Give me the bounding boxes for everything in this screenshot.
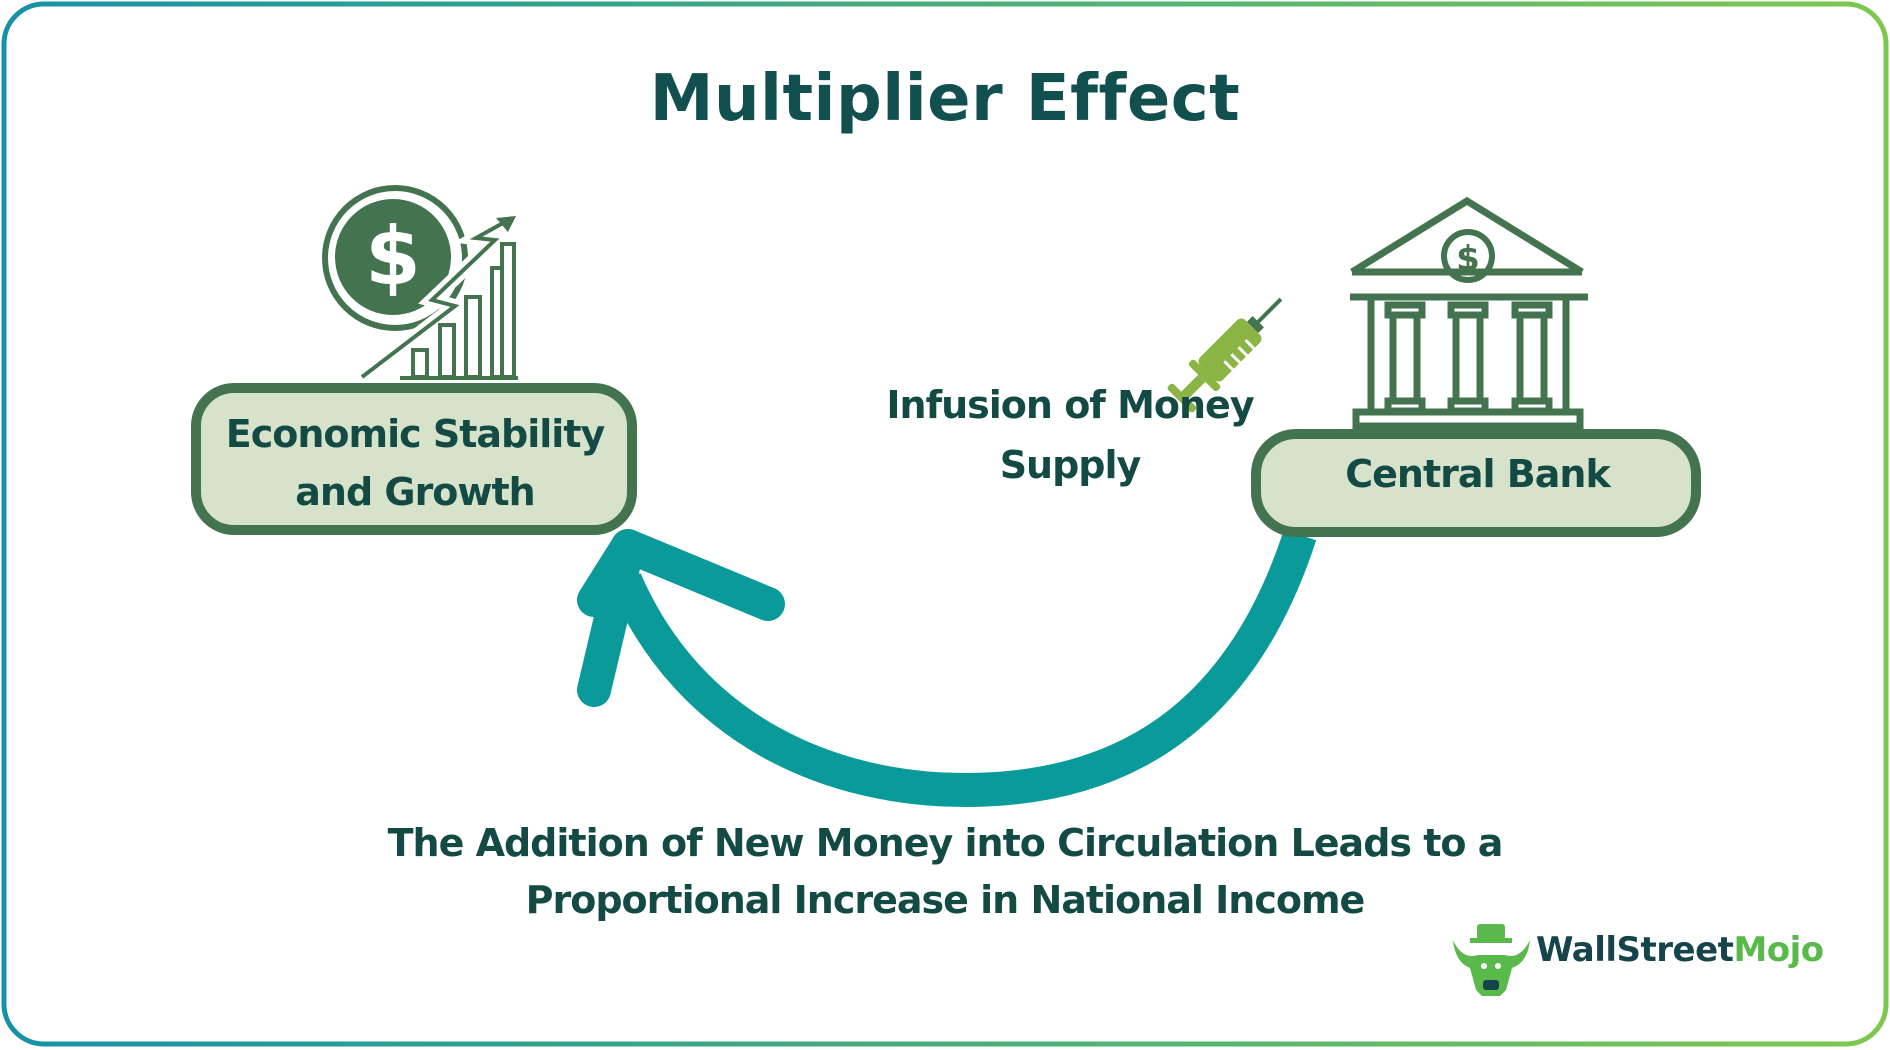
economic-node-label: Economic Stability and Growth [225, 412, 606, 514]
page-title: Multiplier Effect [649, 62, 1241, 136]
central-bank-node-label: Central Bank [1345, 452, 1610, 496]
brand-part2: Mojo [1733, 930, 1824, 970]
svg-text:$: $ [1456, 239, 1480, 279]
brand-part1: WallStreet [1536, 930, 1734, 970]
dollar-growth-chart-icon: $ [322, 185, 518, 383]
central-bank-node-box [1251, 429, 1701, 537]
wallstreetmojo-bull-logo-icon [1453, 924, 1530, 996]
curved-arrow [577, 529, 1317, 808]
infusion-edge-label: Infusion of Money Supply [886, 383, 1254, 487]
brand-logo-text: WallStreetMojo [1536, 930, 1824, 970]
bank-building-icon: $ [1350, 196, 1588, 430]
caption: The Addition of New Money into Circulati… [387, 821, 1504, 922]
economic-node-box [191, 383, 637, 535]
svg-text:$: $ [365, 210, 421, 303]
syringe-icon [1167, 297, 1283, 413]
